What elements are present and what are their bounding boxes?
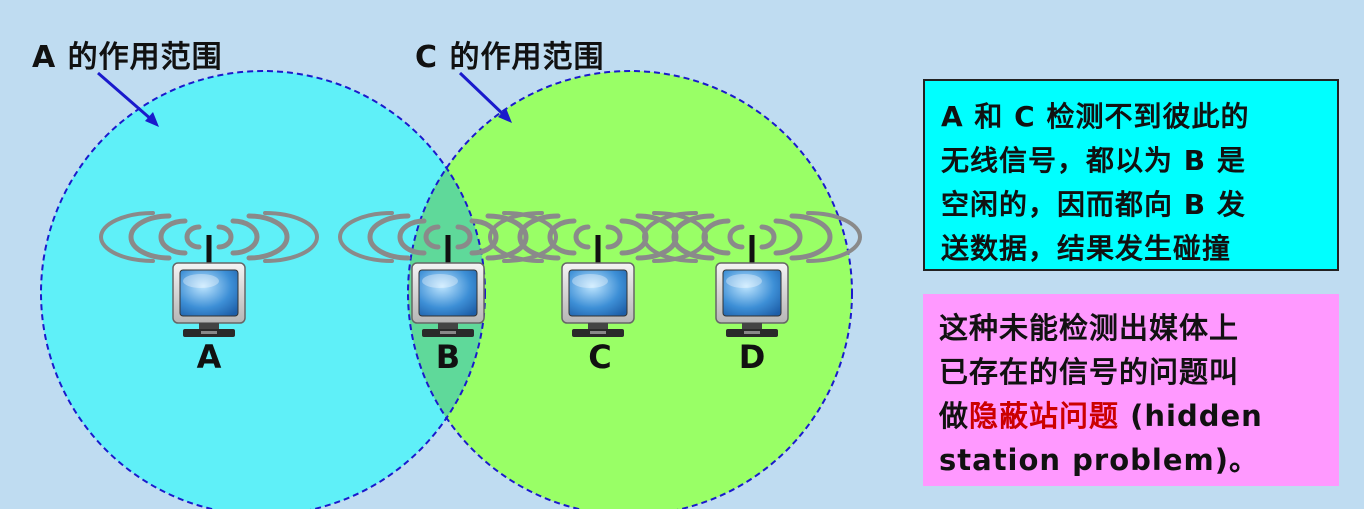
collision-note-box: A 和 C 检测不到彼此的 无线信号，都以为 B 是 空闲的，因而都向 B 发 …: [923, 79, 1339, 271]
range-a-pointer-arrow: [97, 71, 159, 127]
definition-prefix: 做: [939, 399, 970, 433]
node-label-c: C: [588, 338, 612, 376]
range-c-label: C 的作用范围: [415, 40, 605, 75]
note-line-3: 空闲的，因而都向 B 发: [941, 188, 1246, 221]
node-label-b: B: [435, 338, 461, 376]
note-line-4: 送数据，结果发生碰撞: [941, 232, 1232, 265]
definition-line-2: 已存在的信号的问题叫: [939, 355, 1240, 389]
range-a-label: A 的作用范围: [32, 40, 223, 75]
definition-line-4: station problem)。: [939, 443, 1259, 477]
node-label-a: A: [196, 338, 222, 376]
note-line-2: 无线信号，都以为 B 是: [941, 144, 1246, 177]
definition-line-3: 做隐蔽站问题 (hidden: [939, 394, 1323, 438]
hidden-station-definition-box: 这种未能检测出媒体上 已存在的信号的问题叫 做隐蔽站问题 (hidden sta…: [923, 294, 1339, 486]
range-c-pointer-arrow: [458, 71, 512, 123]
definition-line-1: 这种未能检测出媒体上: [939, 311, 1240, 345]
node-label-d: D: [738, 338, 766, 376]
note-line-1: A 和 C 检测不到彼此的: [941, 100, 1250, 133]
definition-suffix: (hidden: [1119, 399, 1263, 433]
range-a-circle: [41, 71, 485, 509]
hidden-station-term: 隐蔽站问题: [969, 399, 1120, 433]
